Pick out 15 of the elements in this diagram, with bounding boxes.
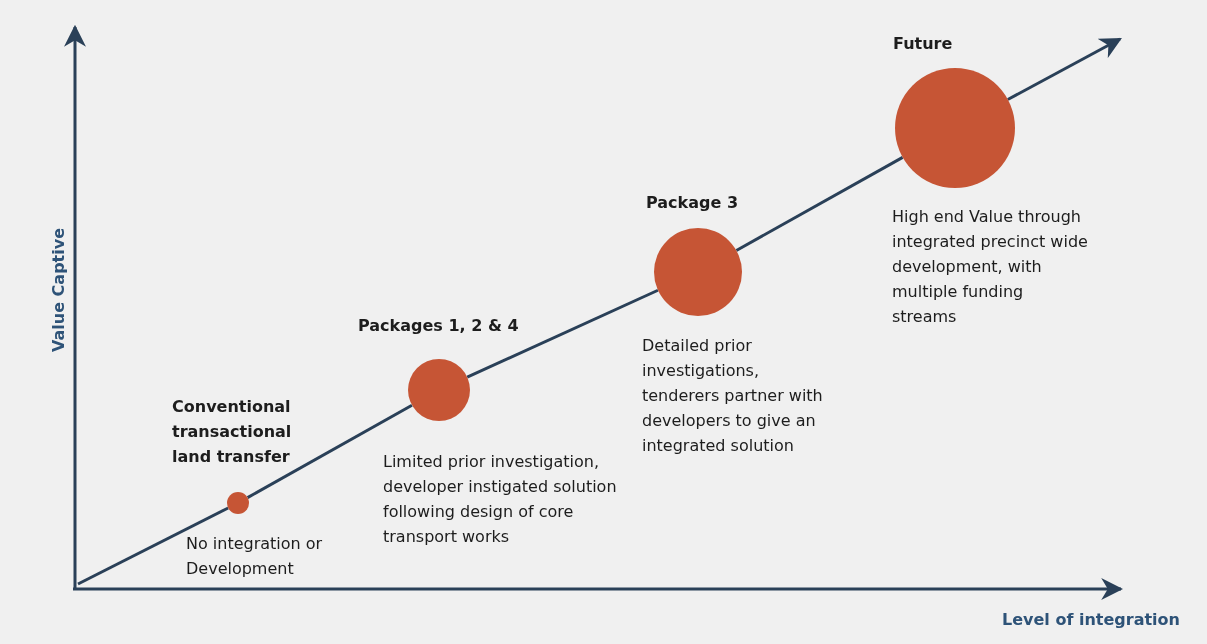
stage-heading: Conventional transactional land transfer [172, 396, 293, 468]
axis-title: Level of integration [1002, 610, 1180, 629]
connector-line [466, 288, 659, 379]
connector-line [77, 506, 229, 586]
stage-heading: Future [893, 33, 954, 55]
axis-title: Value Captive [48, 228, 68, 352]
stage-description: Detailed prior investigations, tenderers partner with developers to give an integrated solution [642, 335, 824, 457]
stage-description: High end Value through integrated precinct wide development, with multiple funding streams [892, 206, 1089, 328]
connector-line [1007, 37, 1122, 101]
stage-description: No integration or Development [186, 533, 324, 580]
stage-heading: Package 3 [646, 192, 740, 214]
stage-heading: Packages 1, 2 & 4 [358, 315, 520, 337]
connector-line [735, 156, 904, 252]
connector-line [246, 403, 413, 499]
stage-description: Limited prior investigation, developer instigated solution following design of core transport works [383, 451, 618, 548]
